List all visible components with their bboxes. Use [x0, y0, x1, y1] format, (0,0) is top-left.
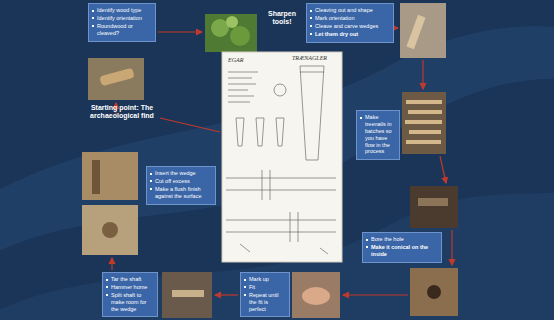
note-text: Sharpen tools!: [259, 10, 305, 27]
step-text: Mark up: [244, 276, 286, 283]
step-box: Mark upFitRepeat until the fit is perfec…: [240, 272, 290, 317]
step-text: Cut off excess: [150, 178, 212, 185]
step-box: Tar the shaftHammer homeSplit shaft to m…: [102, 272, 158, 317]
step-text: Bore the hole: [366, 236, 438, 243]
step-text: Cleave and carve wedges: [310, 23, 390, 30]
step-box: Identify wood typeIdentify orientationRo…: [88, 3, 156, 42]
step-text: Insert the wedge: [150, 170, 212, 177]
step-text: Split shaft to make room for the wedge: [106, 292, 154, 313]
step-text: Fit: [244, 284, 286, 291]
step-box: Make treenails in batches so you have fl…: [356, 110, 400, 160]
step-text: Make it conical on the inside: [366, 244, 438, 258]
photo: [82, 3, 458, 318]
sketch-sheet: [222, 52, 342, 262]
step-text: Roundwood or cleaved?: [92, 23, 152, 37]
step-box: Insert the wedgeCut off excessMake a flu…: [146, 166, 216, 205]
step-text: Cleaving out and shape: [310, 7, 390, 14]
step-text: Make treenails in batches so you have fl…: [360, 114, 396, 155]
step-text: Mark orientation: [310, 15, 390, 22]
step-text: Make a flush finish against the surface: [150, 186, 212, 200]
step-text: Repeat until the fit is perfect: [244, 292, 286, 313]
sketch-label: EGAR: [228, 57, 268, 64]
sketch-label: TRÆNAGLER: [292, 55, 340, 62]
step-text: Identify wood type: [92, 7, 152, 14]
step-box: Bore the holeMake it conical on the insi…: [362, 232, 442, 263]
step-box: Cleaving out and shapeMark orientationCl…: [306, 3, 394, 43]
step-text: Let them dry out: [310, 31, 390, 38]
step-text: Identify orientation: [92, 15, 152, 22]
step-text: Hammer home: [106, 284, 154, 291]
step-text: Tar the shaft: [106, 276, 154, 283]
caption-text: Starting point: The archaeological find: [84, 104, 160, 121]
flow-arrow: [112, 28, 452, 295]
